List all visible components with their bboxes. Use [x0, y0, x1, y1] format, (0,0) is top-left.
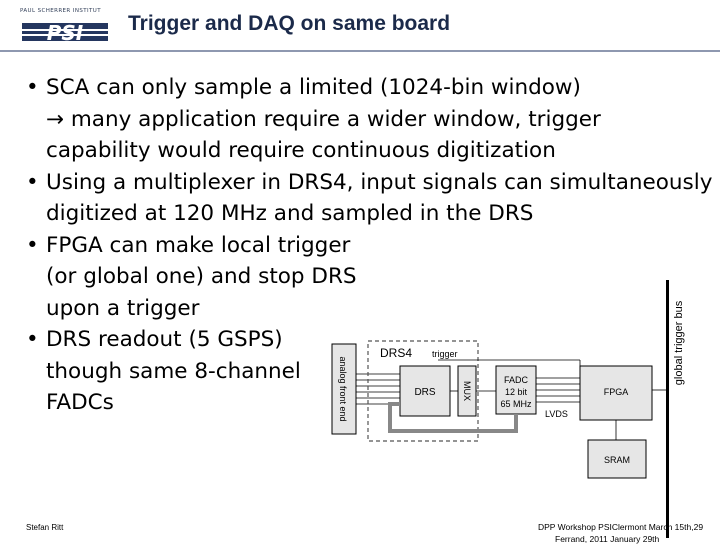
bullet-line: though same 8-channel: [26, 356, 712, 388]
logo-text: PSI: [47, 21, 84, 44]
drs-label: DRS: [414, 387, 435, 398]
logo-tagline: PAUL SCHERRER INSTITUT: [20, 8, 101, 14]
mux-label: MUX: [462, 381, 472, 401]
fpga-box: [579, 365, 653, 421]
bullet-line: → many application require a wider windo…: [26, 104, 712, 136]
bullet-line: • FPGA can make local trigger: [26, 230, 712, 262]
bullet-text: (or global one) and stop DRS: [46, 264, 357, 289]
sram-label: SRAM: [604, 455, 630, 465]
bullet-line: (or global one) and stop DRS: [26, 261, 712, 293]
footer-author: Stefan Ritt: [26, 523, 64, 532]
bullet-line: digitized at 120 MHz and sampled in the …: [26, 198, 712, 230]
fadc-label: FADC: [504, 375, 529, 385]
bullet-line: • DRS readout (5 GSPS): [26, 324, 712, 356]
global-trigger-bus-label: global trigger bus: [673, 300, 685, 385]
bullet-line: • Using a multiplexer in DRS4, input sign…: [26, 167, 712, 199]
bullet-text: SCA can only sample a limited (1024-bin …: [46, 75, 581, 100]
fpga-label: FPGA: [604, 387, 629, 397]
bullet-line: capability would require continuous digi…: [26, 135, 712, 167]
lvds-label: LVDS: [545, 409, 568, 419]
bullet-text: FPGA can make local trigger: [46, 232, 351, 258]
bullet-line: FADCs: [26, 387, 712, 419]
bullet-marker: •: [26, 327, 39, 352]
bullet-text: many application require a wider window,…: [64, 106, 601, 132]
page-number: 29: [693, 522, 704, 532]
bullet-marker: •: [26, 169, 39, 195]
title-divider: [0, 50, 720, 52]
bullet-text: digitized at 120 MHz and sampled in the …: [46, 201, 534, 226]
fadc-bits: 12 bit: [505, 387, 528, 397]
bullet-marker: •: [26, 232, 39, 258]
footer-date-line: Ferrand, 2011 January 29th: [555, 534, 660, 544]
bullet-text: though same 8-channel: [46, 358, 301, 384]
analog-front-end-label: analog front end: [338, 356, 348, 421]
bullet-text: upon a trigger: [46, 295, 200, 321]
footer-event: DPP Workshop PSIClermont March 15th,29: [538, 522, 703, 532]
trigger-label: trigger: [432, 349, 458, 359]
sram-box: [587, 439, 647, 479]
fadc-rate: 65 MHz: [500, 399, 532, 409]
bullet-list: • SCA can only sample a limited (1024-bin…: [26, 72, 712, 419]
bullet-text: DRS readout (5 GSPS): [46, 327, 283, 352]
drs-box: [399, 365, 451, 417]
bullet-line: • SCA can only sample a limited (1024-bin…: [26, 72, 712, 104]
bullet-marker: •: [26, 75, 39, 100]
drs4-label: DRS4: [380, 346, 412, 360]
global-trigger-bus: [666, 280, 669, 538]
analog-front-end-box: [331, 343, 357, 435]
page-title: Trigger and DAQ on same board: [128, 12, 451, 35]
bullet-text: Using a multiplexer in DRS4, input signa…: [46, 169, 713, 195]
bullet-text: capability would require continuous digi…: [46, 138, 556, 163]
lvds-lines: [536, 377, 580, 403]
psi-logo-mark: PSI: [22, 21, 108, 44]
readout-path: [388, 402, 518, 433]
bullet-line: upon a trigger: [26, 293, 712, 325]
footer-event-text: DPP Workshop PSIClermont March 15th,: [538, 522, 694, 532]
psi-logo: PAUL SCHERRER INSTITUT PSI: [18, 8, 110, 46]
frontend-input-lines: [356, 373, 400, 405]
arrow-icon: →: [46, 106, 65, 132]
fadc-box: [495, 365, 537, 415]
bullet-text: FADCs: [46, 390, 114, 415]
